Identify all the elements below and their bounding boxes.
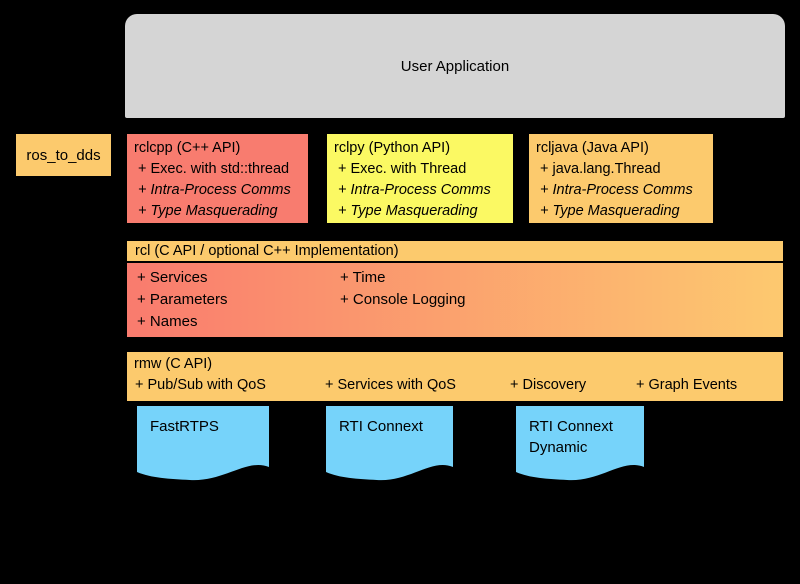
rcl-title: rcl (C API / optional C++ Implementation… bbox=[127, 241, 783, 263]
rti-connext-label: RTI Connext bbox=[339, 418, 423, 435]
fastrtps-box: FastRTPS bbox=[137, 406, 269, 484]
ros-to-dds-box: ros_to_dds bbox=[14, 132, 113, 178]
rmw-title: rmw (C API) bbox=[134, 356, 213, 372]
rclcpp-feature: + Intra-Process Comms bbox=[138, 182, 291, 198]
rclpy-box: rclpy (Python API) + Exec. with Thread +… bbox=[325, 132, 515, 225]
rcljava-title: rcljava (Java API) bbox=[536, 140, 649, 156]
user-application-box: User Application bbox=[125, 14, 785, 118]
rcl-body: + Services + Parameters + Names + Time +… bbox=[127, 263, 783, 337]
rclpy-feature: + Exec. with Thread bbox=[338, 161, 467, 177]
rclcpp-box: rclcpp (C++ API) + Exec. with std::threa… bbox=[125, 132, 310, 225]
rti-connext-dynamic-label: RTI Connext Dynamic bbox=[529, 418, 613, 456]
ros-to-dds-label: ros_to_dds bbox=[26, 146, 101, 164]
rcl-feature-column: + Services + Parameters + Names bbox=[137, 267, 227, 333]
rclpy-title: rclpy (Python API) bbox=[334, 140, 451, 156]
rmw-box: rmw (C API) + Pub/Sub with QoS + Service… bbox=[125, 350, 785, 403]
rclpy-feature: + Intra-Process Comms bbox=[338, 182, 491, 198]
rcljava-box: rcljava (Java API) + java.lang.Thread + … bbox=[527, 132, 715, 225]
rcljava-feature: + Type Masquerading bbox=[540, 203, 680, 219]
wave-shape bbox=[516, 406, 644, 481]
rclcpp-feature: + Exec. with std::thread bbox=[138, 161, 290, 177]
rcl-feature: + Console Logging bbox=[340, 291, 466, 308]
user-application-label: User Application bbox=[400, 57, 510, 75]
rti-connext-box: RTI Connext bbox=[326, 406, 453, 484]
rcljava-feature: + Intra-Process Comms bbox=[540, 182, 693, 198]
rclcpp-title: rclcpp (C++ API) bbox=[134, 140, 241, 156]
rcl-feature: + Services bbox=[137, 269, 208, 286]
wave-shape bbox=[326, 406, 453, 481]
rmw-feature: + Discovery bbox=[510, 377, 587, 393]
rclcpp-feature: + Type Masquerading bbox=[138, 203, 278, 219]
rmw-feature: + Graph Events bbox=[636, 377, 738, 393]
rcl-feature: + Time bbox=[340, 269, 386, 286]
rmw-feature: + Pub/Sub with QoS bbox=[135, 377, 266, 393]
wave-shape bbox=[137, 406, 269, 481]
rti-connext-dynamic-box: RTI Connext Dynamic bbox=[516, 406, 644, 484]
fastrtps-label: FastRTPS bbox=[150, 418, 219, 435]
rcljava-feature: + java.lang.Thread bbox=[540, 161, 661, 177]
rclpy-feature: + Type Masquerading bbox=[338, 203, 478, 219]
rcl-box: rcl (C API / optional C++ Implementation… bbox=[125, 239, 785, 338]
rcl-feature: + Parameters bbox=[137, 291, 228, 308]
rmw-feature: + Services with QoS bbox=[325, 377, 456, 393]
rcl-feature-column: + Time + Console Logging bbox=[340, 267, 466, 311]
rcl-feature: + Names bbox=[137, 313, 198, 330]
